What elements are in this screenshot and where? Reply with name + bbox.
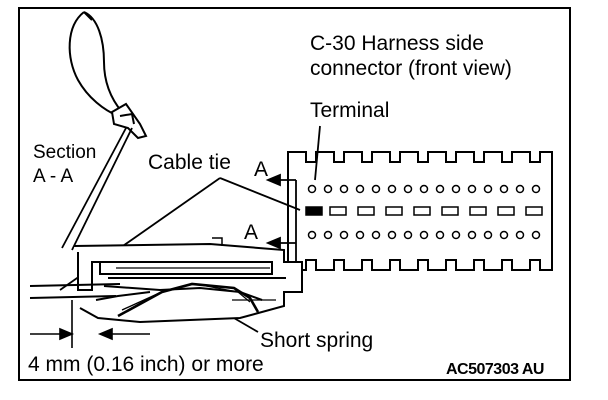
terminal-hole <box>339 230 349 240</box>
terminal-slot <box>525 206 543 216</box>
terminal-slot <box>305 206 323 216</box>
cable-tie-label: Cable tie <box>148 151 231 174</box>
section-arrows <box>265 173 297 266</box>
dimension-line <box>30 300 150 348</box>
terminal-slot <box>497 206 515 216</box>
terminal-hole <box>419 230 429 240</box>
terminal-hole <box>371 184 381 194</box>
terminal-hole <box>307 230 317 240</box>
dimension-label: 4 mm (0.16 inch) or more <box>28 353 264 376</box>
terminal-hole <box>467 230 477 240</box>
terminal-hole <box>323 230 333 240</box>
section-mark-top: A <box>254 158 269 181</box>
terminal-hole <box>483 230 493 240</box>
terminal-label: Terminal <box>310 99 390 122</box>
terminal-slot <box>329 206 347 216</box>
connector-title-line2: connector (front view) <box>310 57 512 80</box>
short-spring-label: Short spring <box>260 329 374 352</box>
terminal-hole <box>451 184 461 194</box>
connector-terminal-holes <box>305 184 543 240</box>
terminal-hole <box>515 184 525 194</box>
terminal-hole <box>531 230 541 240</box>
section-mark-bottom: A <box>244 221 259 244</box>
terminal-hole <box>499 184 509 194</box>
terminal-hole <box>355 184 365 194</box>
terminal-hole <box>531 184 541 194</box>
terminal-hole <box>435 230 445 240</box>
terminal-hole <box>339 184 349 194</box>
terminal-hole <box>515 230 525 240</box>
terminal-hole <box>387 230 397 240</box>
terminal-hole <box>419 184 429 194</box>
terminal-hole <box>403 184 413 194</box>
connector-title-line1: C-30 Harness side <box>310 32 484 55</box>
terminal-hole <box>451 230 461 240</box>
terminal-slot <box>357 206 375 216</box>
terminal-slot <box>441 206 459 216</box>
terminal-hole <box>403 230 413 240</box>
terminal-hole <box>323 184 333 194</box>
terminal-slot <box>385 206 403 216</box>
terminal-hole <box>435 184 445 194</box>
terminal-hole <box>483 184 493 194</box>
terminal-hole <box>355 230 365 240</box>
section-leaders <box>61 127 133 251</box>
section-label-line2: A - A <box>33 166 74 187</box>
terminal-hole <box>467 184 477 194</box>
cable-tie-drawing <box>68 11 148 140</box>
terminal-hole <box>371 230 381 240</box>
cross-section-drawing <box>29 237 303 324</box>
figure-code: AC507303 AU <box>446 361 544 378</box>
terminal-hole <box>499 230 509 240</box>
terminal-slot <box>469 206 487 216</box>
terminal-slot <box>413 206 431 216</box>
terminal-hole <box>307 184 317 194</box>
section-label-line1: Section <box>33 142 97 163</box>
terminal-hole <box>387 184 397 194</box>
